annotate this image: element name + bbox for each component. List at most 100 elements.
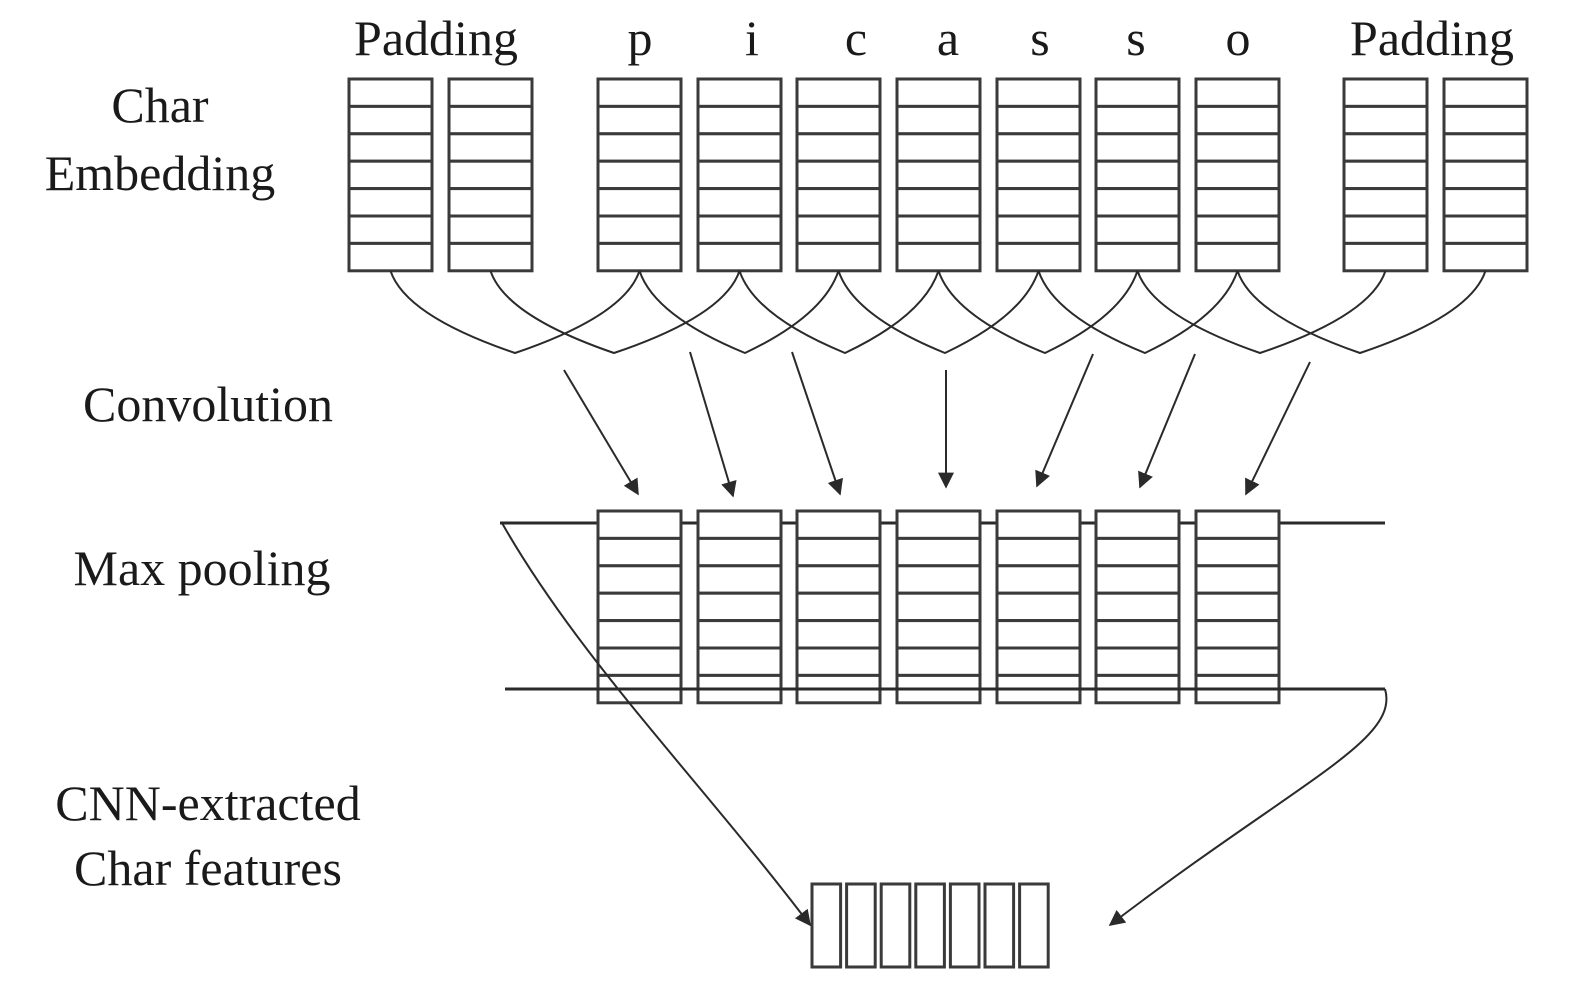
embedding-cell: [1194, 214, 1281, 245]
embedding-cell: [795, 187, 882, 218]
embedding-cell: [447, 187, 534, 218]
feature-cell: [845, 882, 877, 969]
pooling-cell: [895, 536, 982, 568]
pooling-cell: [596, 619, 683, 650]
convolution-arrows: [563, 351, 1311, 498]
convolution-window-connection: [837, 270, 1040, 355]
convolution-window-connection: [489, 270, 741, 355]
embedding-cell: [1442, 187, 1529, 218]
pooling-cell: [1094, 536, 1181, 568]
char-embedding-column: [795, 77, 882, 273]
embedding-cell: [795, 214, 882, 245]
pooling-to-feature-left-arrow: [501, 522, 811, 927]
pooling-cell: [596, 536, 683, 568]
embedding-cell: [1342, 159, 1429, 191]
pooling-cell: [795, 536, 882, 568]
embedding-cell: [1342, 187, 1429, 218]
convolution-output-arrow: [791, 351, 843, 496]
embedding-cell: [1094, 241, 1181, 273]
char-embedding-column: [696, 77, 783, 273]
pooling-cell: [696, 646, 783, 677]
embedding-cell: [447, 214, 534, 245]
pooling-cell: [995, 591, 1082, 623]
embedding-cell: [1094, 187, 1181, 218]
pooling-column: [1094, 509, 1181, 705]
convolution-window-connection: [638, 270, 840, 355]
feature-cell: [948, 882, 981, 969]
pooling-cell: [1194, 591, 1281, 623]
pooling-column: [795, 509, 882, 705]
pooling-cell: [895, 646, 982, 677]
pooling-cell: [596, 564, 683, 595]
pooling-cell: [1094, 509, 1181, 540]
convolution-window-connection: [389, 270, 641, 355]
embedding-cell: [1342, 241, 1429, 273]
pooling-cell: [1094, 646, 1181, 677]
embedding-cell: [696, 132, 783, 163]
embedding-cell: [1194, 77, 1281, 108]
max-pooling-matrix: [500, 509, 1385, 705]
pooling-cell: [1094, 564, 1181, 595]
embedding-cell: [447, 104, 534, 136]
embedding-cell: [1442, 159, 1529, 191]
pooling-cell: [895, 591, 982, 623]
convolution-window-connection: [1037, 270, 1239, 355]
embedding-cell: [1194, 132, 1281, 163]
embedding-cell: [1442, 104, 1529, 136]
convolution-label: Convolution: [83, 376, 333, 432]
embedding-cell: [795, 77, 882, 108]
embedding-cell: [696, 104, 783, 136]
convolution-connections: [389, 270, 1487, 355]
pooling-cell: [1094, 619, 1181, 650]
convolution-output-arrow: [1138, 353, 1196, 489]
pooling-column: [596, 509, 683, 705]
padding-embedding-column: [1342, 77, 1429, 273]
pooling-cell: [1094, 591, 1181, 623]
pooling-cell: [696, 591, 783, 623]
embedding-cell: [1442, 132, 1529, 163]
embedding-cell: [596, 187, 683, 218]
pooling-cell: [696, 619, 783, 650]
embedding-cell: [1194, 187, 1281, 218]
char-letter: a: [937, 10, 959, 66]
char-embedding-column: [596, 77, 683, 273]
embedding-cell: [795, 104, 882, 136]
pooling-cell: [1194, 646, 1281, 677]
convolution-output-arrow: [1035, 353, 1094, 488]
pooling-column: [995, 509, 1082, 705]
feature-cell: [914, 882, 946, 969]
convolution-output-arrow: [689, 351, 737, 498]
char-letter: s: [1030, 10, 1049, 66]
embedding-cell: [596, 214, 683, 245]
embedding-cell: [596, 159, 683, 191]
embedding-cell: [596, 104, 683, 136]
char-letter: c: [845, 10, 867, 66]
embedding-cell: [1342, 104, 1429, 136]
char-embedding-column: [895, 77, 982, 273]
pooling-cell: [1194, 536, 1281, 568]
char-embedding-column: [995, 77, 1082, 273]
embedding-cell: [1094, 132, 1181, 163]
embedding-cell: [895, 214, 982, 245]
embedding-cell: [995, 241, 1082, 273]
embedding-cell: [795, 159, 882, 191]
embedding-cell: [1194, 104, 1281, 136]
pooling-cell: [795, 564, 882, 595]
embedding-cell: [696, 241, 783, 273]
char-letter: i: [745, 10, 759, 66]
embedding-cell: [1442, 77, 1529, 108]
convolution-output-arrow: [1245, 361, 1311, 496]
embedding-cell: [1442, 241, 1529, 273]
pooling-cell: [596, 591, 683, 623]
char-letter: o: [1226, 10, 1251, 66]
embedding-cell: [696, 159, 783, 191]
padding-embedding-column: [447, 77, 534, 273]
char-embedding-label-line1: Char: [111, 77, 209, 133]
embedding-cell: [1194, 159, 1281, 191]
pooling-cell: [696, 536, 783, 568]
embedding-cell: [995, 159, 1082, 191]
embedding-cell: [347, 187, 434, 218]
embedding-cell: [1442, 214, 1529, 245]
embedding-cell: [1094, 159, 1181, 191]
feature-cell: [1018, 882, 1050, 969]
